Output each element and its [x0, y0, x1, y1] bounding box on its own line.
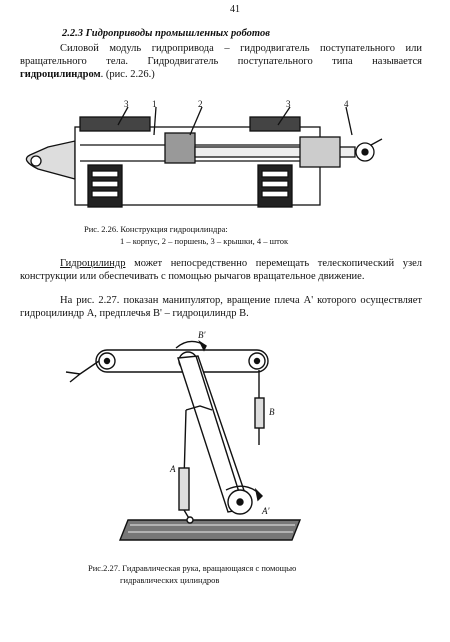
fig1-label-3b: 3	[286, 99, 291, 109]
paragraph-1: Силовой модуль гидропривода – гидродвига…	[20, 42, 422, 81]
paragraph-2-text: может непосредственно перемещать телеско…	[20, 258, 422, 282]
paragraph-2-term: Гидроцилиндр	[60, 258, 126, 269]
paragraph-3: На рис. 2.27. показан манипулятор, враще…	[20, 294, 422, 320]
paragraph-1-tail: . (рис. 2.26.)	[100, 69, 155, 80]
hydraulic-arm-figure: B' B A A'	[65, 330, 302, 541]
fig1-label-1: 1	[152, 99, 157, 109]
label-b-prime: B'	[198, 330, 206, 340]
paragraph-2: Гидроцилиндр может непосредственно перем…	[20, 257, 422, 283]
figure-2-caption-line-1: Рис.2.27. Гидравлическая рука, вращающая…	[88, 563, 297, 573]
label-b: B	[269, 407, 275, 417]
label-a-prime: A'	[261, 506, 270, 516]
figure-1-caption-line-2: 1 – корпус, 2 – поршень, 3 – крышки, 4 –…	[120, 236, 289, 246]
hydraulic-cylinder-figure: 3 1 2 3 4	[25, 99, 383, 208]
section-title: 2.2.3 Гидроприводы промышленных роботов	[62, 28, 270, 39]
fig1-label-4: 4	[344, 99, 349, 109]
paragraph-1-term: гидроцилиндром	[20, 69, 101, 80]
fig1-label-3a: 3	[124, 99, 129, 109]
paragraph-1-text: Силовой модуль гидропривода – гидродвига…	[20, 43, 422, 67]
label-a: A	[169, 464, 176, 474]
fig1-label-2: 2	[198, 99, 203, 109]
figure-1-caption-line-1: Рис. 2.26. Конструкция гидроцилиндра:	[84, 224, 228, 234]
paragraph-3-text: На рис. 2.27. показан манипулятор, враще…	[20, 295, 422, 319]
page-number: 41	[230, 4, 240, 15]
figure-2-caption-line-2: гидравлических цилиндров	[120, 575, 220, 585]
